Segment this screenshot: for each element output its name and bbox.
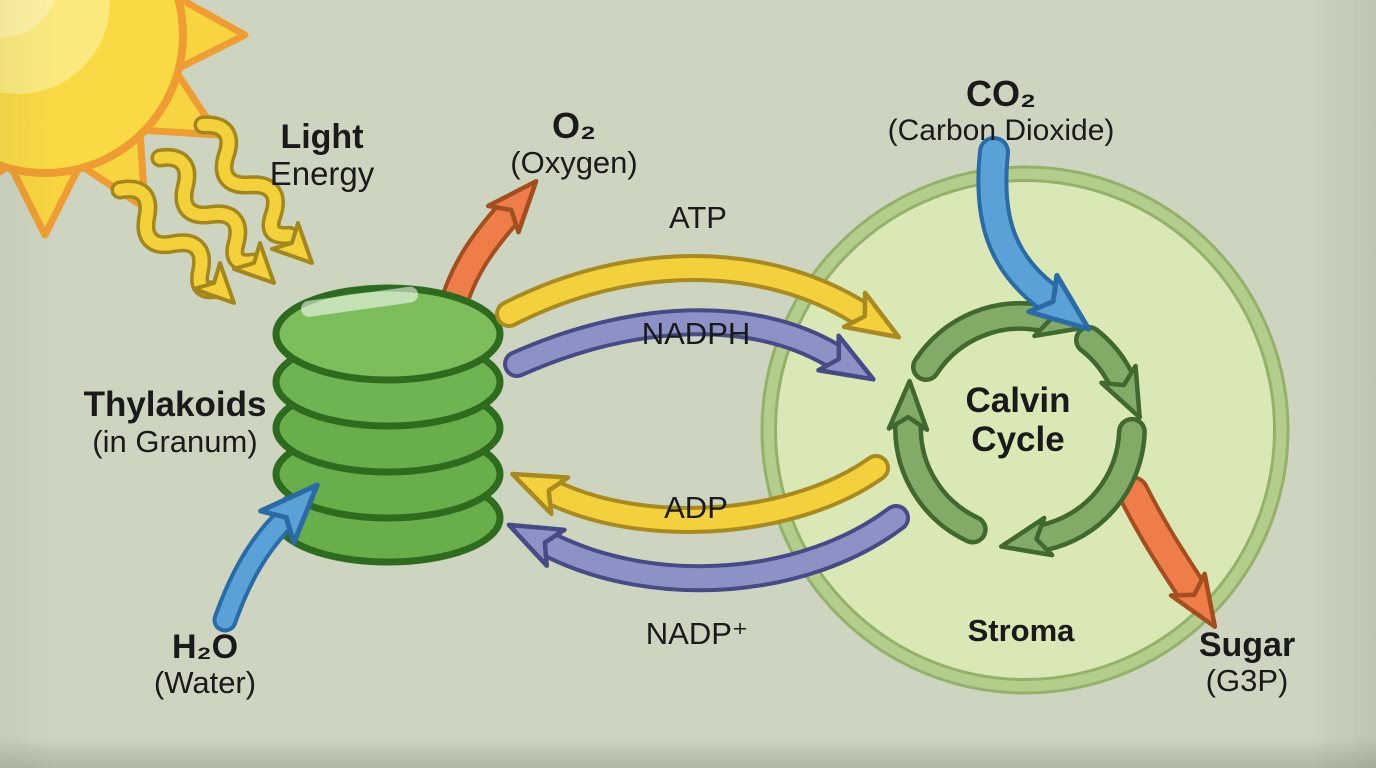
sugar-label: Sugar (G3P) [1198,626,1296,699]
calvin-arc-right [998,416,1147,558]
h2o-arrow [212,482,320,633]
thylakoids-title: Thylakoids [83,385,267,424]
calvin-cycle-line1: Calvin [965,381,1071,420]
co2-label: CO₂ (Carbon Dioxide) [888,74,1115,147]
thylakoids-subtitle: (in Granum) [92,423,258,459]
co2-arrow [976,136,1092,332]
light-ray-3-head [192,261,236,305]
calvin-arc-topright [1074,325,1142,420]
sugar-title: Sugar [1198,626,1296,664]
thylakoids-label: Thylakoids (in Granum) [83,385,267,459]
co2-formula: CO₂ [965,73,1036,114]
calvin-cycle-line2: Cycle [971,419,1065,459]
light-energy-line2: Energy [269,155,375,193]
stroma-label: Stroma [967,613,1075,648]
stroma-ring-inner-edge [774,179,1276,681]
light-ray-1-head [270,221,314,265]
calvin-arc-left [886,378,988,545]
adp-arrow [510,454,890,534]
calvin-cycle-label: Calvin Cycle [965,381,1071,459]
sun-core [0,0,55,38]
atp-label: ATP [669,200,727,235]
atp-arrow [495,254,902,340]
water-label: H₂O (Water) [153,628,257,701]
light-ray-2-head [232,241,276,285]
sugar-subtitle: (G3P) [1205,663,1289,699]
light-ray-1 [193,115,299,245]
adp-label: ADP [664,490,728,525]
light-ray-2 [150,147,264,273]
light-energy-label: Light Energy [269,118,375,193]
nadph-arrow [503,308,876,382]
sun-icon [0,0,249,239]
water-name: (Water) [153,665,257,701]
light-ray-3 [110,179,229,300]
stroma-ring [762,167,1288,693]
sugar-arrow [1116,475,1218,629]
co2-name: (Carbon Dioxide) [887,113,1115,147]
light-energy-line1: Light [280,118,364,156]
oxygen-name: (Oxygen) [510,144,638,180]
water-formula: H₂O [171,628,239,666]
thylakoid-gloss [301,286,419,317]
nadp-plus-arrow [506,504,910,593]
oxygen-label: O₂ (Oxygen) [510,106,637,180]
thylakoid-stack [272,284,504,566]
stroma-ring-outer-edge [760,165,1290,695]
light-ray-arrows [110,115,314,305]
oxygen-formula: O₂ [551,105,596,146]
nadph-label: NADPH [641,316,751,351]
nadp-plus-label: NADP⁺ [645,616,749,651]
